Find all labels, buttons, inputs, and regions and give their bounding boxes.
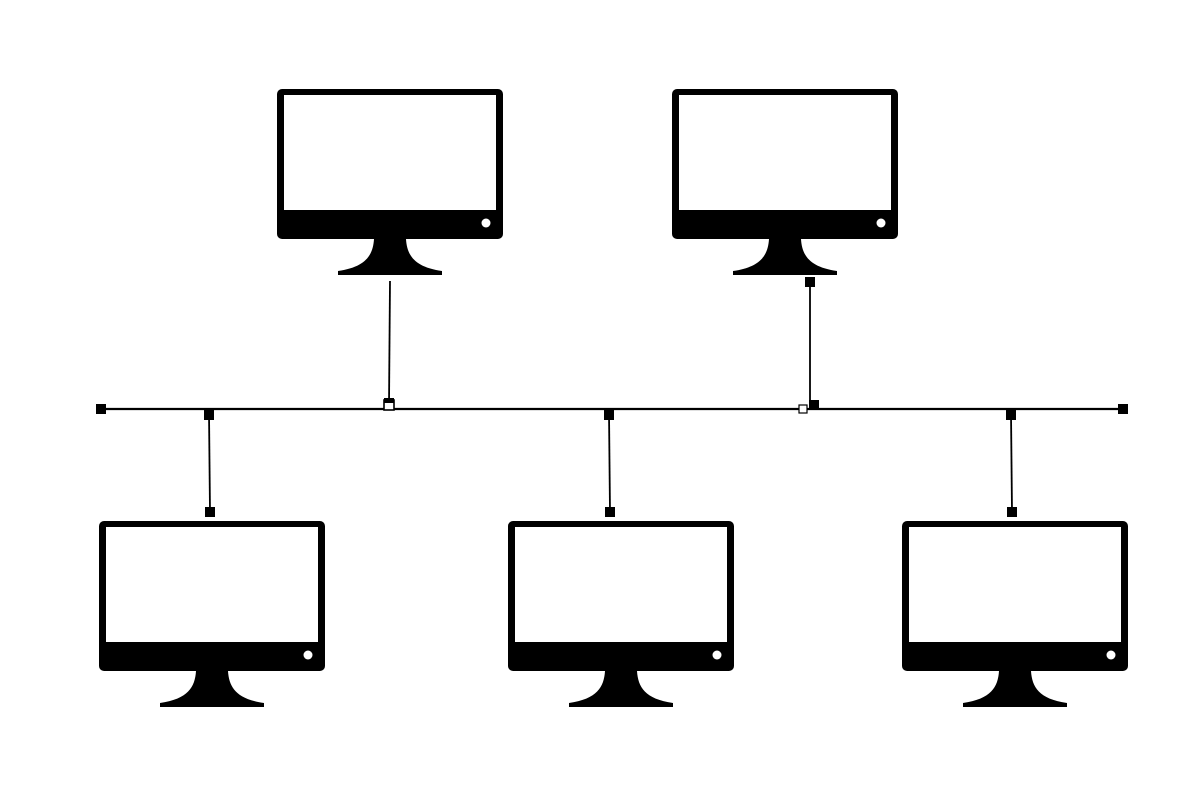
monitor-stand	[733, 239, 837, 275]
cable-line	[208, 412, 211, 513]
computer-4	[508, 410, 734, 707]
drop-cable	[383, 280, 395, 411]
drop-cable	[798, 277, 819, 414]
connector-icon	[805, 277, 815, 287]
computer-2	[672, 89, 898, 414]
monitor-icon	[277, 89, 503, 275]
monitor-screen	[515, 527, 727, 642]
drop-cable	[204, 410, 215, 517]
drop-cable	[1006, 410, 1017, 517]
connector-icon	[605, 507, 615, 517]
connector-icon	[1007, 507, 1017, 517]
monitor-screen	[909, 527, 1121, 642]
drop-cable	[604, 410, 615, 517]
monitor-icon	[902, 521, 1128, 707]
cable-line	[608, 412, 611, 513]
monitor-icon	[672, 89, 898, 275]
connector-icon	[204, 410, 214, 420]
terminator-icon	[1118, 404, 1128, 414]
computer-1	[277, 89, 503, 411]
monitor-stand	[160, 671, 264, 707]
tap-icon	[798, 404, 808, 414]
monitor-icon	[508, 521, 734, 707]
power-indicator	[481, 218, 491, 228]
power-indicator	[712, 650, 722, 660]
monitor-screen	[679, 95, 891, 210]
monitor-icon	[99, 521, 325, 707]
power-indicator	[303, 650, 313, 660]
power-indicator	[876, 218, 886, 228]
monitor-screen	[284, 95, 496, 210]
computer-3	[99, 410, 325, 707]
connector-icon	[384, 398, 394, 403]
connector-icon	[1006, 410, 1016, 420]
terminator-icon	[96, 404, 106, 414]
monitor-screen	[106, 527, 318, 642]
connector-icon	[205, 507, 215, 517]
monitor-stand	[338, 239, 442, 275]
network-bus	[96, 404, 1128, 414]
monitor-stand	[963, 671, 1067, 707]
connector-icon	[604, 410, 614, 420]
cable-line	[1010, 412, 1013, 513]
computer-5	[902, 410, 1128, 707]
monitor-stand	[569, 671, 673, 707]
connector-icon	[809, 400, 819, 410]
cable-line	[388, 280, 391, 406]
power-indicator	[1106, 650, 1116, 660]
